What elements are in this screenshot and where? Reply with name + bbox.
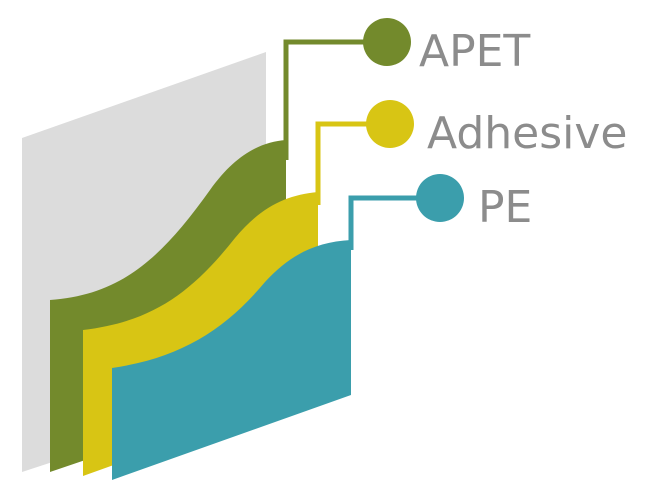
adhesive-callout-line [315, 121, 368, 205]
pe-label: PE [478, 182, 532, 233]
apet-marker [363, 18, 411, 66]
apet-callout-line [283, 39, 364, 160]
pe-layer [112, 240, 351, 480]
pe-marker [416, 174, 464, 222]
adhesive-marker [366, 100, 414, 148]
apet-label: APET [419, 26, 530, 77]
pe-callout-line [348, 195, 417, 250]
adhesive-label: Adhesive [427, 108, 627, 159]
